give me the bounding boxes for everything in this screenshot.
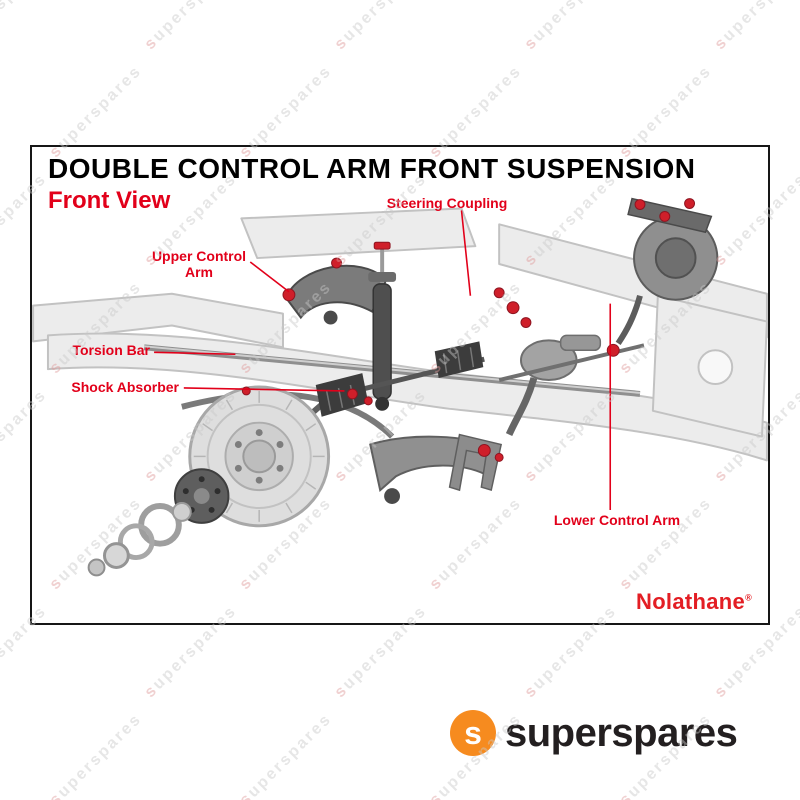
nolathane-logo-text: Nolathane (636, 589, 746, 614)
watermark-text: superspares (46, 710, 146, 800)
label-upper-control-arm-line1: Upper Control (151, 248, 247, 264)
watermark-text: superspares (236, 710, 336, 800)
shock-absorber-part (368, 246, 397, 411)
watermark-text: superspares (521, 0, 621, 54)
label-line-shock-absorber (183, 387, 345, 392)
label-lower-control-arm: Lower Control Arm (553, 512, 681, 528)
watermark-text: superspares (711, 0, 800, 54)
registered-mark: ® (745, 592, 752, 603)
upper-control-arm-part (284, 264, 388, 325)
bearing-parts (87, 502, 192, 577)
frame-hole (697, 349, 734, 385)
label-line-torsion-bar (154, 351, 236, 356)
watermark-text: superspares (0, 0, 51, 54)
red-bushings (241, 198, 696, 462)
superspares-logo-text: superspares (505, 710, 738, 755)
suspension-illustration (32, 197, 768, 577)
label-shock-absorber: Shock Absorber (71, 379, 179, 395)
watermark-text: superspares (141, 0, 241, 54)
diagram-subtitle: Front View (48, 187, 171, 214)
diagram-panel: DOUBLE CONTROL ARM FRONT SUSPENSION Fron… (30, 145, 770, 625)
label-upper-control-arm-line2: Arm (184, 264, 213, 280)
superspares-logo: s superspares (450, 710, 738, 756)
label-steering-coupling: Steering Coupling (386, 195, 508, 211)
watermark-text: superspares (331, 0, 431, 54)
diagram-title: DOUBLE CONTROL ARM FRONT SUSPENSION (48, 153, 696, 184)
chassis-frame (32, 207, 768, 462)
label-torsion-bar: Torsion Bar (72, 342, 150, 358)
label-line-steering-coupling (460, 210, 472, 296)
superspares-logo-icon: s (450, 710, 496, 756)
label-line-upper-control-arm (249, 261, 290, 293)
steering-gear-part (498, 334, 645, 437)
label-upper-control-arm: Upper Control Arm (139, 248, 259, 280)
nolathane-logo: Nolathane® (636, 589, 752, 615)
